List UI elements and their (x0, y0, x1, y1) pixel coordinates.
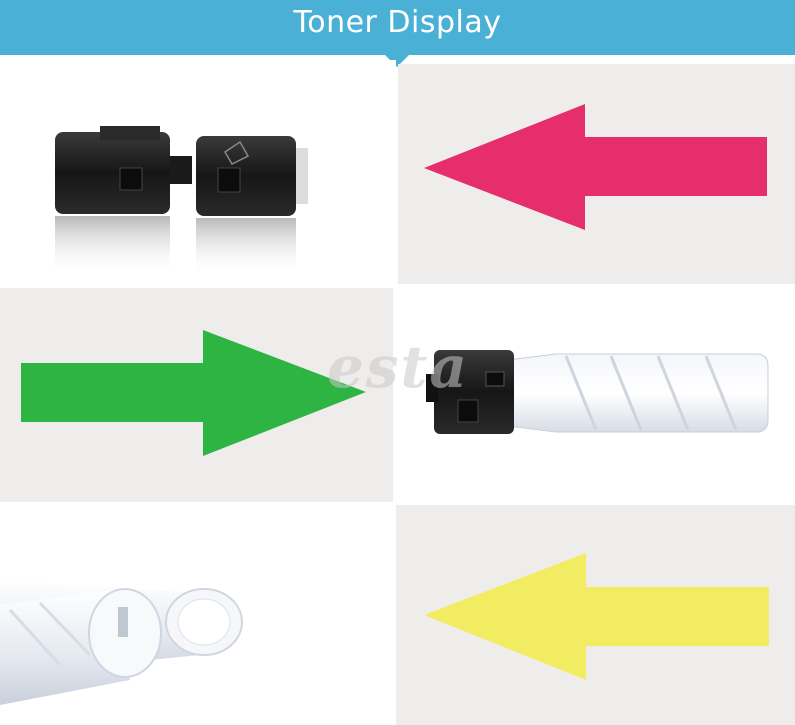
green-arrow-right-icon (21, 330, 366, 456)
black-toner-cartridges-image (0, 60, 396, 285)
magenta-arrow-left-icon (424, 104, 767, 230)
toner-bottle-image (396, 288, 795, 502)
watermark: esta (327, 333, 469, 401)
header-bar: Toner Display (0, 0, 795, 55)
panel-middle-left (0, 288, 393, 502)
panel-top-right (398, 64, 795, 284)
yellow-arrow-left-icon (424, 553, 769, 680)
page-title: Toner Display (293, 5, 502, 40)
panel-bottom-right (396, 505, 795, 725)
white-toner-tubes-image (0, 505, 396, 725)
